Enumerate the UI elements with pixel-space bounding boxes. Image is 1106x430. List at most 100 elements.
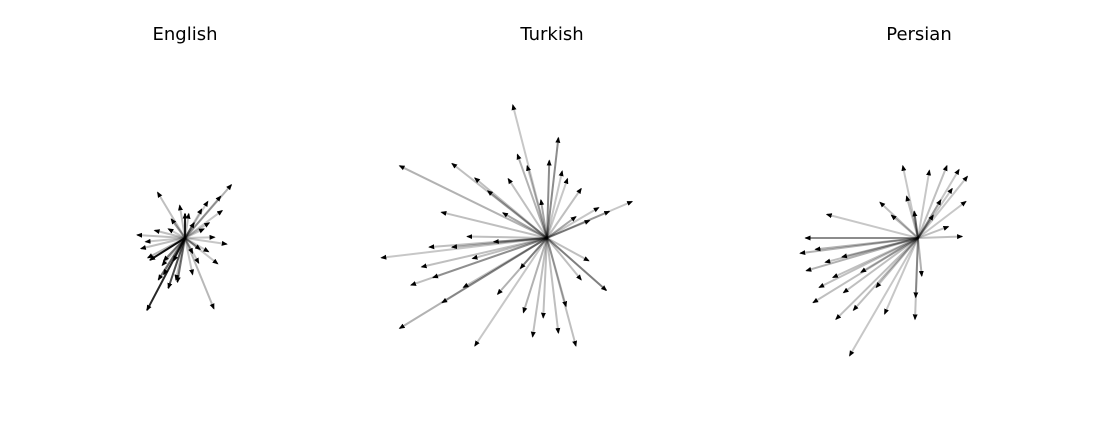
vector-arrow [917, 187, 954, 239]
vector-arrow [818, 237, 919, 289]
vector-arrow [167, 228, 186, 239]
vector-arrow [917, 225, 950, 239]
vector-arrow [842, 237, 919, 294]
vector-arrow [167, 237, 186, 290]
vector-arrow [539, 199, 548, 239]
vector-arrow [398, 237, 548, 330]
vector-arrow [184, 237, 195, 276]
vector-arrow [546, 219, 591, 239]
vector-arrow [471, 237, 548, 260]
vector-arrow [546, 159, 552, 239]
vector-arrow [546, 237, 561, 334]
vector-arrow [860, 237, 919, 274]
vector-arrow [507, 177, 548, 239]
panel-turkish: Turkish [380, 24, 634, 347]
vector-arrow [486, 190, 548, 239]
vector-arrow [917, 214, 935, 239]
vector-arrow [184, 234, 216, 240]
vector-arrow [814, 237, 919, 252]
vector-arrow [917, 175, 969, 239]
vector-arrow [912, 210, 919, 239]
vector-arrow [519, 237, 548, 270]
vector-arrow [824, 237, 919, 264]
vector-arrow [462, 237, 548, 289]
vector-arrow [184, 237, 201, 251]
vector-arrow [540, 237, 548, 319]
vector-arrow [502, 212, 548, 239]
vector-arrow [805, 237, 919, 272]
vector-arrow [398, 164, 548, 239]
vector-arrow [875, 237, 919, 289]
panel-persian: Persian [799, 24, 969, 357]
vector-arrow [905, 195, 919, 239]
vector-arrow [852, 237, 919, 311]
vector-arrow [530, 237, 548, 338]
vector-arrow [917, 200, 967, 239]
vector-arrow [546, 200, 634, 239]
vector-arrow [162, 237, 186, 262]
vector-arrow [526, 164, 548, 239]
vector-arrow [917, 237, 924, 277]
vector-arrow [546, 136, 561, 239]
vector-arrow [917, 164, 948, 239]
arrow-group-turkish [380, 104, 634, 347]
vector-arrow [546, 237, 608, 292]
vector-arrow [440, 210, 548, 239]
vector-arrow [184, 227, 205, 239]
vector-arrow [184, 237, 219, 265]
vector-arrow [441, 237, 548, 304]
vector-arrow [153, 229, 186, 239]
vector-arrow [428, 237, 548, 250]
vector-arrow [546, 237, 590, 262]
vector-arrow [420, 237, 548, 269]
vector-arrow [184, 237, 228, 246]
vector-arrow [546, 170, 564, 239]
vector-arrow [848, 237, 919, 357]
vector-arrow [146, 237, 186, 312]
vector-arrow [831, 237, 919, 279]
vector-arrow [451, 237, 548, 250]
arrow-group-english [136, 184, 233, 312]
vector-arrow [184, 184, 233, 239]
vector-arrow [917, 234, 964, 240]
vector-arrow [136, 232, 186, 239]
vector-arrow [917, 169, 932, 239]
vector-arrow [380, 237, 548, 260]
vector-arrow [184, 200, 209, 239]
vector-arrow [879, 201, 919, 239]
vector-arrow [546, 210, 611, 239]
vector-arrow [473, 237, 548, 347]
vector-arrow [546, 206, 600, 239]
vector-arrow [516, 153, 548, 239]
vector-arrow [546, 215, 577, 239]
vector-arrow [432, 237, 548, 279]
vector-arrow [474, 177, 548, 239]
vector-arrow [175, 237, 186, 284]
vector-arrow [184, 221, 211, 239]
vector-arrow [546, 187, 583, 239]
vector-arrow [522, 237, 548, 314]
panel-title-turkish: Turkish [519, 24, 583, 45]
panel-title-persian: Persian [886, 24, 952, 45]
vector-arrow [546, 237, 582, 281]
vector-arrow [913, 237, 919, 299]
panel-title-english: English [153, 24, 218, 45]
vector-arrow [184, 237, 194, 255]
vector-arrow [184, 221, 195, 239]
vector-arrow [912, 237, 919, 321]
vector-arrow [511, 104, 548, 239]
vector-arrow [492, 237, 548, 244]
vector-arrow [841, 237, 919, 259]
vector-arrow [157, 237, 186, 281]
vector-arrow [890, 214, 919, 239]
vector-arrow [546, 237, 578, 347]
vector-arrow [144, 237, 186, 244]
vector-arrow [546, 237, 568, 308]
vector-arrow [835, 237, 919, 321]
vector-arrow [451, 162, 548, 239]
panel-english: English [136, 24, 233, 312]
arrow-group-persian [799, 164, 969, 357]
vector-arrow [184, 209, 224, 239]
vector-arrow [184, 195, 222, 239]
